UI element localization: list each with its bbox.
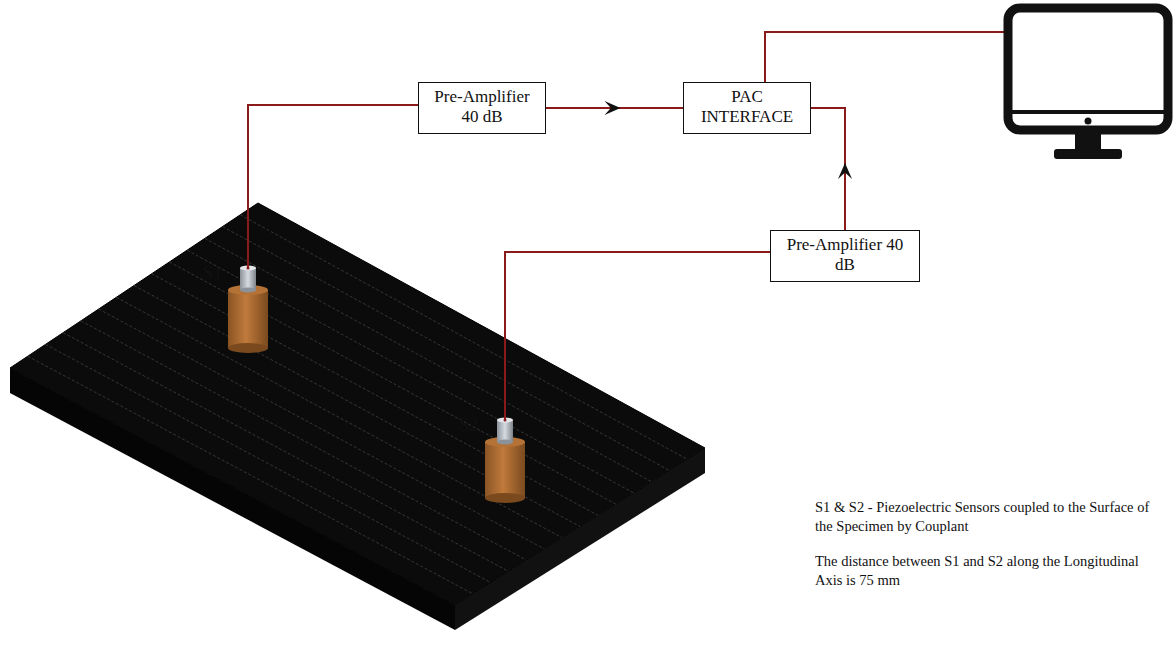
- amplifier-box: Pre-Amplifier 40 dB: [770, 230, 920, 282]
- specimen-plate: [10, 203, 705, 630]
- sensor-s2: [485, 418, 525, 504]
- sensor-label: S2: [459, 414, 478, 437]
- box-label: Pre-Amplifier 40 dB: [779, 235, 911, 275]
- box-label: PAC INTERFACE: [692, 87, 802, 127]
- signal-connector: [811, 108, 852, 230]
- sensor-label: S1: [203, 262, 222, 285]
- data-cable: [765, 32, 1006, 82]
- computer-monitor: [1008, 8, 1168, 159]
- box-label: Pre-Amplifier 40 dB: [427, 87, 537, 127]
- signal-connector: [546, 101, 683, 115]
- interface-box: PAC INTERFACE: [683, 82, 811, 134]
- sensor-cable: [505, 252, 770, 420]
- sensor-s1: [228, 266, 268, 354]
- note-text: The distance between S1 and S2 along the…: [815, 552, 1167, 590]
- amplifier-box: Pre-Amplifier 40 dB: [418, 82, 546, 134]
- sensor-cable: [248, 105, 418, 268]
- note-text: S1 & S2 - Piezoelectric Sensors coupled …: [815, 498, 1167, 536]
